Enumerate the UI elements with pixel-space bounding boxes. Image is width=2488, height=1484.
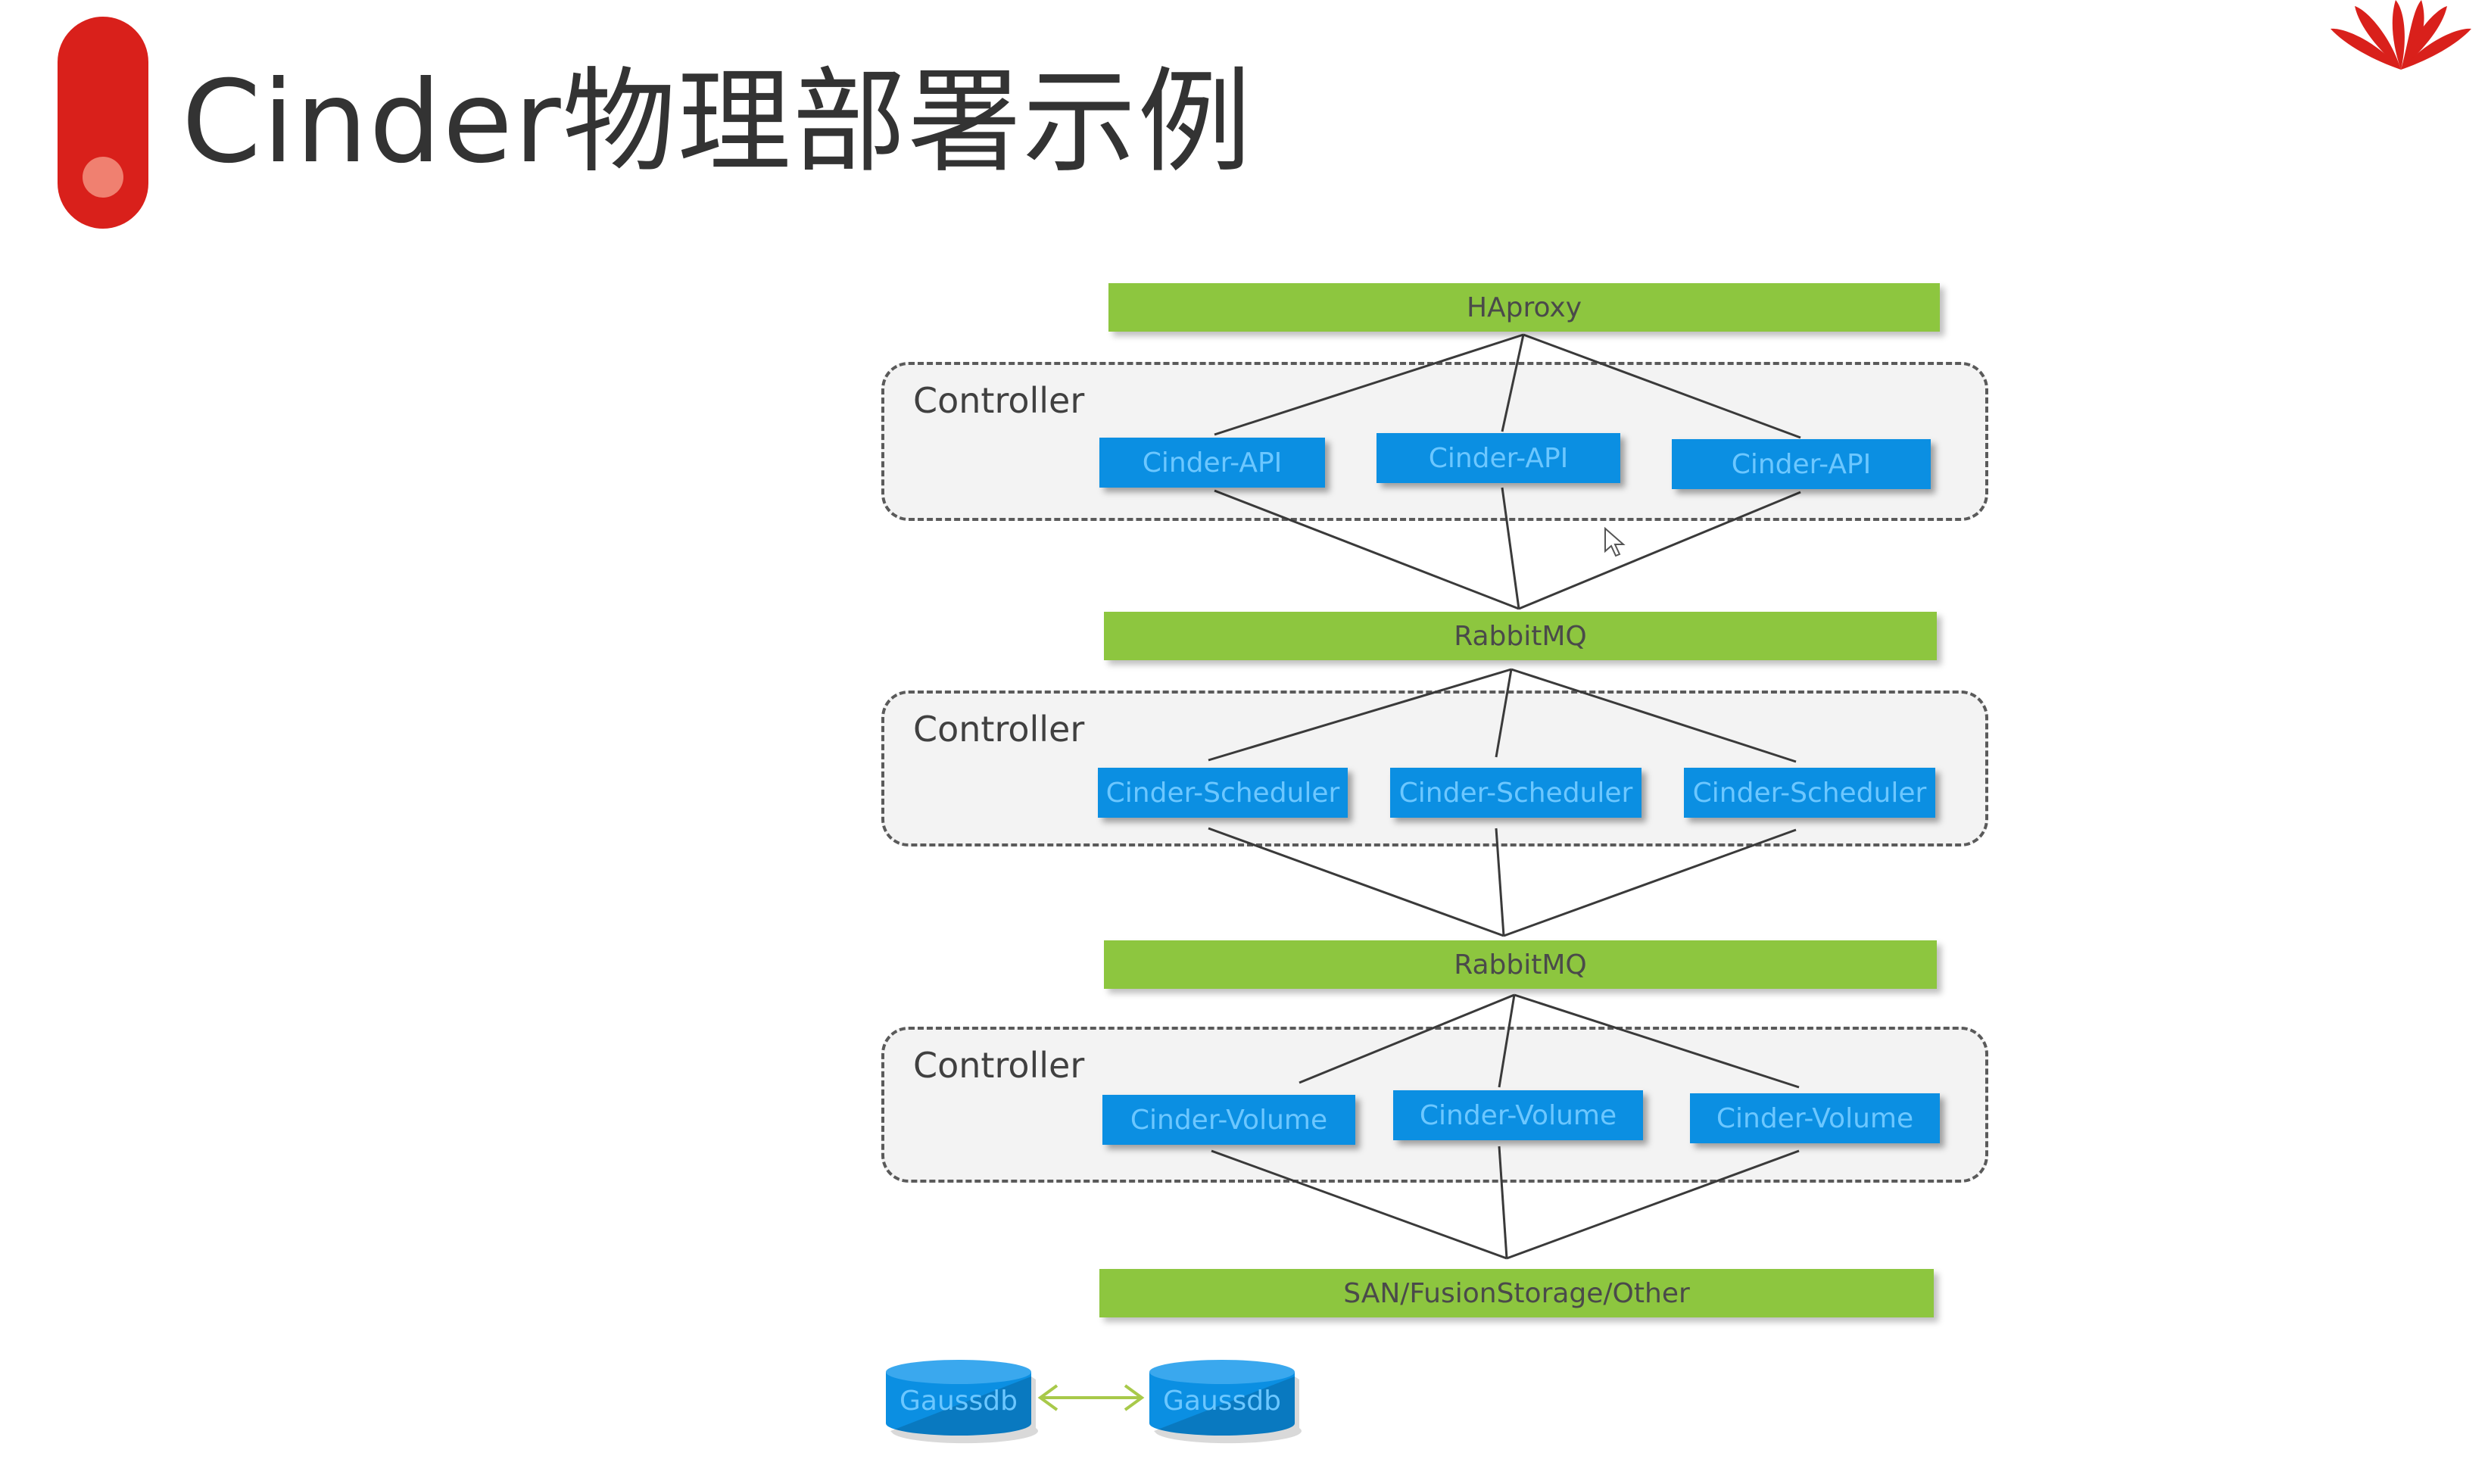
cinder-volume-node: Cinder-Volume (1102, 1095, 1355, 1145)
database-icon (1149, 1360, 1302, 1444)
mouse-cursor-icon (1604, 527, 1626, 557)
gaussdb-cylinder: Gaussdb (883, 1357, 1039, 1444)
gaussdb-cylinder: Gaussdb (1146, 1357, 1302, 1444)
connector-line (1511, 668, 1797, 763)
rabbitmq-bar-bottom: RabbitMQ (1104, 940, 1937, 989)
cinder-volume-node: Cinder-Volume (1690, 1093, 1940, 1143)
storage-bar: SAN/FusionStorage/Other (1099, 1269, 1934, 1317)
cinder-scheduler-node: Cinder-Scheduler (1684, 768, 1935, 818)
controller-label: Controller (913, 1045, 1085, 1086)
haproxy-bar: HAproxy (1108, 283, 1940, 332)
connector-line (1514, 993, 1800, 1089)
connector-line (1214, 333, 1524, 436)
connector-line (1214, 489, 1520, 610)
connector-line (1501, 334, 1525, 432)
connector-line (1523, 333, 1801, 439)
connector-line (1501, 487, 1520, 610)
connector-line (1498, 1146, 1508, 1259)
page-title: Cinder物理部署示例 (182, 57, 1253, 189)
gaussdb-label: Gaussdb (899, 1386, 1018, 1417)
cinder-volume-node: Cinder-Volume (1393, 1090, 1643, 1140)
connector-line (1495, 828, 1505, 937)
connector-line (1211, 1149, 1507, 1260)
connector-line (1208, 668, 1512, 762)
connector-line (1208, 827, 1504, 937)
brand-logo-icon (2331, 0, 2471, 70)
database-icon (886, 1360, 1039, 1444)
connector-line (1518, 491, 1801, 610)
title-accent-pill (58, 17, 148, 229)
rabbitmq-bar-top: RabbitMQ (1104, 612, 1937, 660)
connector-line (1503, 828, 1797, 937)
cinder-scheduler-node: Cinder-Scheduler (1390, 768, 1642, 818)
connector-line (1299, 993, 1515, 1084)
title-accent-dot (83, 157, 123, 198)
db-replication-arrow (1037, 1384, 1145, 1411)
connector-line (1495, 669, 1513, 758)
gaussdb-label: Gaussdb (1163, 1386, 1281, 1417)
connector-line (1506, 1149, 1800, 1260)
connector-line (1498, 994, 1516, 1088)
cinder-api-node: Cinder-API (1099, 438, 1325, 488)
cinder-api-node: Cinder-API (1672, 439, 1931, 489)
cinder-api-node: Cinder-API (1377, 433, 1620, 483)
controller-label: Controller (913, 709, 1085, 750)
controller-label: Controller (913, 380, 1085, 421)
cinder-scheduler-node: Cinder-Scheduler (1098, 768, 1348, 818)
